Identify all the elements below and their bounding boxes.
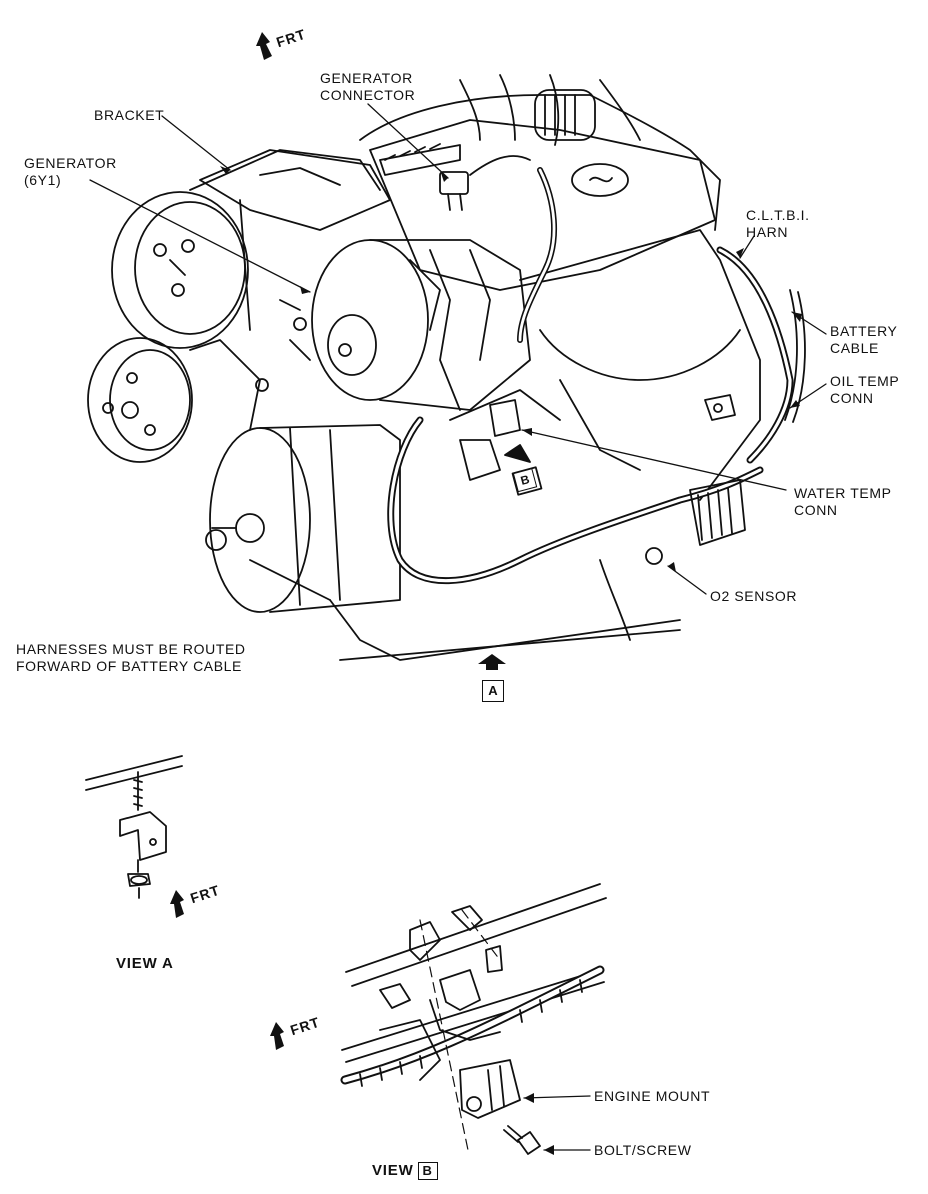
arrowheads [220,166,802,572]
oil-temp-conn-label: OIL TEMP CONN [830,373,900,406]
engine-block [249,74,761,661]
generator-connector-label: GENERATOR CONNECTOR [320,70,416,103]
view-a-drawing [85,755,183,899]
view-b-title-text: VIEW [372,1162,414,1179]
view-a-title: VIEW A [116,955,174,972]
bracket-label: BRACKET [94,107,165,123]
wiring-harness [387,155,806,585]
bolt-screw-label: BOLT/SCREW [594,1142,692,1158]
frt-arrow-icon-view-a [170,890,184,918]
frt-arrow-icon-view-b [270,1022,284,1050]
cltbi-harn-label: C.L.T.B.I. HARN [746,207,810,240]
view-a-arrow-icon [478,654,506,670]
pulleys [87,149,531,613]
o2-sensor-label: O2 SENSOR [710,588,798,604]
generator-label: GENERATOR (6Y1) [24,155,117,188]
water-temp-conn-label: WATER TEMP CONN [794,485,892,518]
leader-lines [89,103,827,595]
battery-cable-label: BATTERY CABLE [830,323,898,356]
view-b-arrowheads [524,1093,554,1155]
frt-arrow-icon-top [256,32,272,60]
view-b-drawing [340,883,607,1155]
view-a-marker: A [482,680,504,702]
view-b-title-box: B [417,1162,438,1180]
view-b-leaders [523,1095,591,1151]
engine-mount-label: ENGINE MOUNT [594,1088,711,1104]
routing-note: HARNESSES MUST BE ROUTED FORWARD OF BATT… [16,641,246,674]
